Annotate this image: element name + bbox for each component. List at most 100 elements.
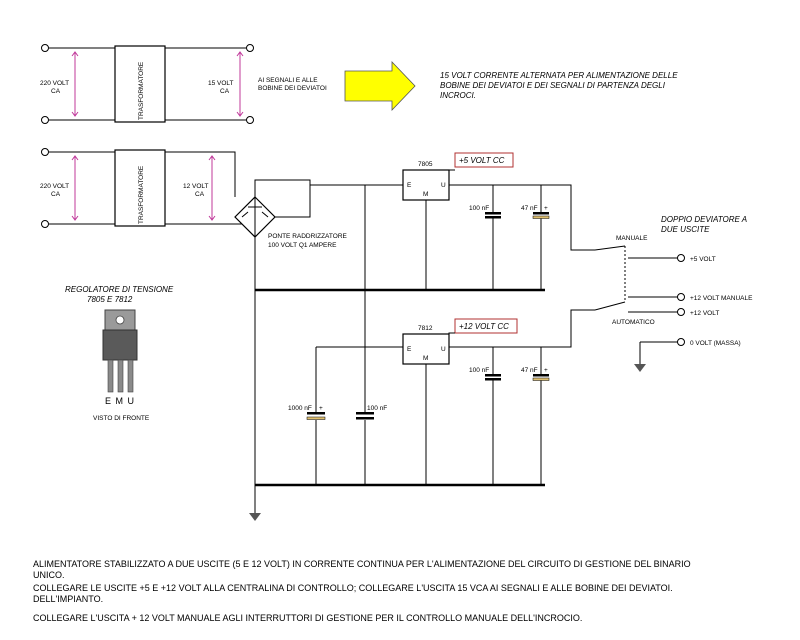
svg-text:U: U [441, 346, 446, 353]
svg-text:+12 VOLT MANUALE: +12 VOLT MANUALE [690, 295, 753, 302]
transformer-label: TRASFORMATORE [138, 165, 145, 224]
svg-text:+5 VOLT: +5 VOLT [690, 256, 716, 263]
svg-text:M: M [423, 355, 428, 362]
regulator-7805: 7805 E M U +5 VOLT CC 100 nF 47 nF + [402, 152, 595, 290]
output-tag-12v [454, 318, 518, 334]
transformer-box [114, 149, 166, 227]
svg-text:+: + [319, 405, 323, 412]
svg-text:E M U: E M U [105, 396, 135, 406]
destination-label: AI SEGNALI E ALLE [258, 77, 318, 84]
ground-symbol-icon [249, 513, 261, 521]
svg-text:UNICO.: UNICO. [33, 570, 65, 580]
svg-text:ALIMENTATORE STABILIZZATO A DU: ALIMENTATORE STABILIZZATO A DUE USCITE (… [33, 559, 691, 569]
svg-text:E: E [407, 182, 412, 189]
output-voltage-label: 15 VOLT [208, 80, 234, 87]
input-type-label: CA [51, 88, 61, 95]
output-terminal [677, 293, 685, 301]
ac-note: 15 VOLT CORRENTE ALTERNATA PER ALIMENTAZ… [440, 71, 678, 100]
regulator-body [102, 329, 138, 361]
svg-text:AUTOMATICO: AUTOMATICO [612, 319, 655, 326]
regulator-legend: REGOLATORE DI TENSIONE 7805 E 7812 E M U… [65, 285, 174, 422]
capacitor-symbol-icon [533, 212, 549, 215]
svg-text:+5 VOLT CC: +5 VOLT CC [459, 156, 505, 165]
svg-text:100 nF: 100 nF [469, 367, 489, 374]
svg-text:7805 E 7812: 7805 E 7812 [87, 295, 133, 304]
svg-text:47 nF: 47 nF [521, 367, 538, 374]
capacitor-symbol-icon [485, 216, 501, 219]
capacitor-symbol-icon [533, 374, 549, 377]
svg-text:15 VOLT CORRENTE ALTERNATA PER: 15 VOLT CORRENTE ALTERNATA PER ALIMENTAZ… [440, 71, 678, 80]
capacitor-symbol-icon [307, 412, 325, 415]
output-terminal [677, 254, 685, 262]
capacitor-symbol-icon [532, 215, 550, 219]
capacitor-symbol-icon [306, 416, 326, 420]
output-tag-5v [454, 152, 514, 168]
ground-symbol-icon [634, 364, 646, 372]
capacitor-symbol-icon [485, 378, 501, 381]
svg-text:BOBINE DEI DEVIATOI E DEI SEGN: BOBINE DEI DEVIATOI E DEI SEGNALI DI PAR… [440, 81, 666, 90]
svg-text:DOPPIO DEVIATORE A: DOPPIO DEVIATORE A [661, 215, 747, 224]
destination-label: BOBINE DEI DEVIATOI [258, 85, 327, 92]
footer-notes: ALIMENTATORE STABILIZZATO A DUE USCITE (… [33, 559, 691, 623]
output-type-label: CA [195, 191, 205, 198]
svg-text:1000 nF: 1000 nF [288, 405, 312, 412]
svg-text:DUE USCITE: DUE USCITE [661, 225, 710, 234]
transformer-box [114, 45, 166, 123]
svg-text:100 nF: 100 nF [469, 205, 489, 212]
svg-text:COLLEGARE LE USCITE +5 E +12 V: COLLEGARE LE USCITE +5 E +12 VOLT ALLA C… [33, 583, 673, 593]
switch-blade [594, 245, 626, 251]
regulator-box [402, 333, 450, 365]
svg-text:INCROCI.: INCROCI. [440, 91, 476, 100]
regulator-pin [127, 359, 134, 393]
output-type-label: CA [220, 88, 230, 95]
capacitor-symbol-icon [356, 412, 374, 415]
bridge-label: 100 VOLT Q1 AMPERE [268, 242, 337, 249]
yellow-arrow-icon [344, 61, 416, 111]
regulator-7812: 1000 nF + 100 nF 7812 E M U +12 VOLT CC … [288, 309, 595, 485]
svg-text:+12 VOLT CC: +12 VOLT CC [459, 322, 509, 331]
svg-text:100 nF: 100 nF [367, 405, 387, 412]
capacitor-symbol-icon [485, 374, 501, 377]
input-type-label: CA [51, 191, 61, 198]
regulator-pin [117, 359, 124, 393]
input-voltage-label: 220 VOLT [40, 183, 69, 190]
switch-blade [594, 301, 626, 311]
double-switch: DOPPIO DEVIATORE A DUE USCITE MANUALE AU… [594, 215, 753, 372]
svg-text:0 VOLT (MASSA): 0 VOLT (MASSA) [690, 340, 741, 347]
input-voltage-label: 220 VOLT [40, 80, 69, 87]
svg-text:7812: 7812 [418, 325, 433, 332]
output-terminal [677, 338, 685, 346]
svg-text:47 nF: 47 nF [521, 205, 538, 212]
output-terminal [246, 44, 254, 52]
output-voltage-label: 12 VOLT [183, 183, 209, 190]
svg-text:7805: 7805 [418, 161, 433, 168]
svg-text:+12 VOLT: +12 VOLT [690, 310, 719, 317]
svg-text:MANUALE: MANUALE [616, 235, 648, 242]
svg-text:E: E [407, 346, 412, 353]
regulator-box [402, 169, 450, 201]
output-terminal [677, 308, 685, 316]
svg-text:DELL'IMPIANTO.: DELL'IMPIANTO. [33, 594, 103, 604]
transformer-label: TRASFORMATORE [138, 61, 145, 120]
input-terminal [41, 220, 49, 228]
regulator-pin [107, 359, 114, 393]
transformer-15v: TRASFORMATORE 220 VOLT CA 15 VOLT CA AI … [40, 44, 327, 124]
svg-text:COLLEGARE L'USCITA + 12 VOLT M: COLLEGARE L'USCITA + 12 VOLT MANUALE AGL… [33, 613, 582, 623]
bridge-rectifier: PONTE RADDRIZZATORE 100 VOLT Q1 AMPERE [234, 179, 348, 249]
transformer-12v: TRASFORMATORE 220 VOLT CA 12 VOLT CA [40, 148, 256, 228]
svg-text:+: + [544, 205, 548, 212]
capacitor-symbol-icon [356, 417, 374, 420]
svg-text:M: M [423, 191, 428, 198]
output-terminal [246, 116, 254, 124]
capacitor-symbol-icon [532, 377, 550, 381]
bridge-label: PONTE RADDRIZZATORE [268, 233, 348, 240]
input-terminal [41, 44, 49, 52]
input-terminal [41, 148, 49, 156]
svg-text:REGOLATORE DI TENSIONE: REGOLATORE DI TENSIONE [65, 285, 174, 294]
capacitor-symbol-icon [485, 212, 501, 215]
input-terminal [41, 116, 49, 124]
svg-text:VISTO DI FRONTE: VISTO DI FRONTE [93, 415, 150, 422]
svg-text:U: U [441, 182, 446, 189]
svg-text:+: + [544, 367, 548, 374]
